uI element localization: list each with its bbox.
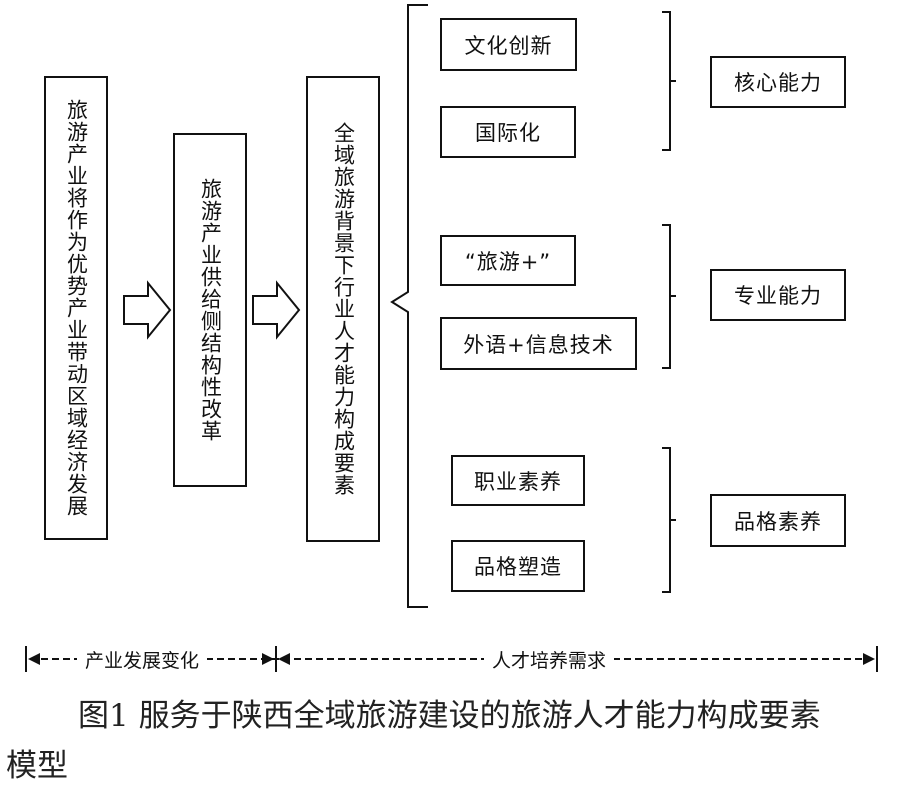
axis-label-industry-change: 产业发展变化 bbox=[77, 646, 208, 673]
item-internationalization: 国际化 bbox=[440, 106, 576, 158]
item-character-building: 品格塑造 bbox=[451, 540, 585, 592]
axis-arrowhead-mid-right bbox=[278, 653, 290, 665]
figure-caption-line2: 模型 bbox=[6, 748, 68, 784]
category-professional-competency-text: 专业能力 bbox=[734, 284, 822, 308]
bracket-character bbox=[662, 447, 676, 593]
item-character-building-text: 品格塑造 bbox=[474, 555, 562, 579]
box-tourism-dominant-industry: 旅游产业将作为优势产业带动区域经济发展 bbox=[44, 76, 108, 540]
category-core-competency-text: 核心能力 bbox=[734, 71, 822, 95]
item-internationalization-text: 国际化 bbox=[475, 121, 541, 145]
category-character-literacy-text: 品格素养 bbox=[734, 509, 822, 534]
category-professional-competency: 专业能力 bbox=[710, 269, 846, 321]
box-supply-side-reform: 旅游产业供给侧结构性改革 bbox=[173, 133, 247, 487]
item-professional-literacy: 职业素养 bbox=[451, 455, 585, 506]
axis-arrowhead-mid-left bbox=[262, 653, 274, 665]
item-tourism-plus: “旅游+” bbox=[440, 235, 576, 286]
axis-arrowhead-right bbox=[863, 653, 875, 665]
category-core-competency: 核心能力 bbox=[710, 56, 846, 108]
item-culture-innovation-text: 文化创新 bbox=[464, 33, 553, 58]
item-language-it: 外语+信息技术 bbox=[440, 317, 637, 370]
category-character-literacy: 品格素养 bbox=[710, 494, 846, 547]
bracket-professional bbox=[662, 224, 676, 369]
item-professional-literacy-text: 职业素养 bbox=[474, 469, 562, 494]
figure-caption-line1: 图1 服务于陕西全域旅游建设的旅游人才能力构成要素 bbox=[78, 698, 821, 734]
box-talent-competency-elements-text: 全域旅游背景下行业人才能力构成要素 bbox=[331, 122, 356, 496]
box-supply-side-reform-text: 旅游产业供给侧结构性改革 bbox=[198, 178, 223, 442]
big-bracket bbox=[390, 4, 428, 608]
axis-arrowhead-left bbox=[28, 653, 40, 665]
bracket-core bbox=[662, 11, 676, 151]
item-language-it-text: 外语+信息技术 bbox=[463, 332, 614, 357]
item-culture-innovation: 文化创新 bbox=[440, 18, 577, 71]
hollow-arrow-2 bbox=[252, 280, 301, 340]
item-tourism-plus-text: “旅游+” bbox=[464, 249, 552, 274]
axis-label-talent-demand: 人才培养需求 bbox=[484, 646, 615, 673]
hollow-arrow-1 bbox=[123, 280, 172, 340]
box-tourism-dominant-industry-text: 旅游产业将作为优势产业带动区域经济发展 bbox=[64, 99, 89, 517]
box-talent-competency-elements: 全域旅游背景下行业人才能力构成要素 bbox=[306, 76, 380, 542]
